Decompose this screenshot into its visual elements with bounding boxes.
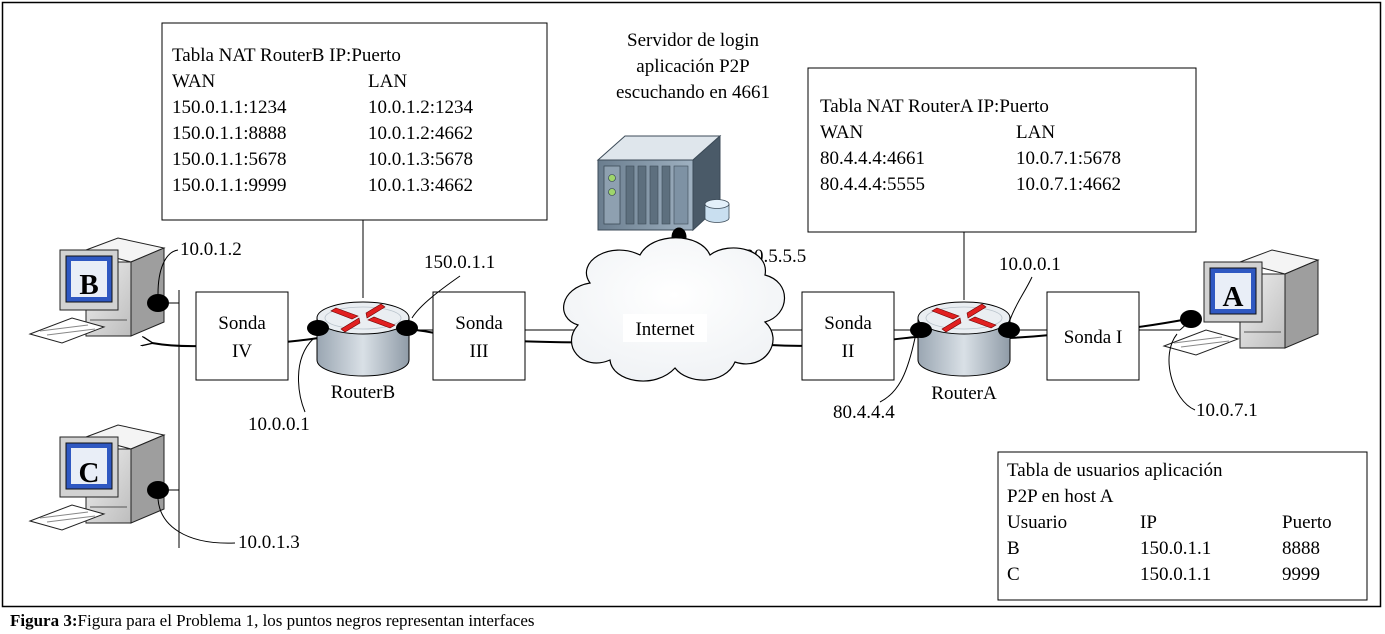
nat-b-row-lan: 10.0.1.2:1234 <box>368 97 474 118</box>
users-header-puerto: Puerto <box>1282 512 1332 533</box>
router-b-wan-ip: 150.0.1.1 <box>424 252 495 273</box>
nat-b-row-wan: 150.0.1.1:9999 <box>172 175 287 196</box>
users-header-usuario: Usuario <box>1007 512 1067 533</box>
host-a-ip: 10.0.7.1 <box>1196 400 1258 421</box>
computer-icon <box>28 237 166 344</box>
svg-text:Servidor de login: Servidor de login <box>627 30 759 51</box>
host-c-ip-leader <box>157 498 236 544</box>
nat-b-row-lan: 10.0.1.3:4662 <box>368 175 473 196</box>
figure-caption: Figura 3:Figura para el Problema 1, los … <box>10 611 535 631</box>
svg-text:IV: IV <box>232 341 252 362</box>
host-c-letter: C <box>79 457 100 489</box>
internet-label-bg <box>623 314 707 342</box>
probe-iii: Sonda III <box>432 291 526 381</box>
router-icon <box>917 301 1011 377</box>
nat-b-row-lan: 10.0.1.2:4662 <box>368 123 473 144</box>
nat-b-row-wan: 150.0.1.1:5678 <box>172 149 287 170</box>
users-title-line: P2P en host A <box>1007 486 1114 507</box>
host-b-ip-leader <box>157 249 179 295</box>
svg-text:II: II <box>842 341 855 362</box>
svg-text:escuchando en 4661: escuchando en 4661 <box>616 82 770 103</box>
router-a-lan-leader <box>1009 276 1033 321</box>
nat-a-row-wan: 80.4.4.4:5555 <box>820 174 925 195</box>
router-b-lan-interface <box>307 320 329 336</box>
computer-icon <box>28 424 166 531</box>
users-cell: 150.0.1.1 <box>1140 564 1211 585</box>
router-a-lan-interface <box>998 322 1020 338</box>
nat-a-title: Tabla NAT RouterA IP:Puerto <box>820 96 1049 117</box>
probe-i: Sonda I <box>1046 291 1140 381</box>
router-b-lan-leader <box>298 338 314 413</box>
nat-a-row-lan: 10.0.7.1:5678 <box>1016 148 1121 169</box>
router-b-name: RouterB <box>331 382 395 403</box>
nat-b-row-wan: 150.0.1.1:8888 <box>172 123 287 144</box>
probe-ii: Sonda II <box>801 291 895 381</box>
caption-text: Figura para el Problema 1, los puntos ne… <box>77 611 535 630</box>
internet-cloud <box>563 237 786 382</box>
host-a-letter: A <box>1223 281 1244 313</box>
host-a-interface <box>1180 310 1202 328</box>
svg-text:Sonda: Sonda <box>824 313 872 334</box>
users-table: Tabla de usuarios aplicación P2P en host… <box>997 451 1368 601</box>
router-icon <box>316 301 410 377</box>
nat-table-routera: Tabla NAT RouterA IP:Puerto WAN LAN 80.4… <box>807 67 1197 233</box>
users-cell: 8888 <box>1282 538 1320 559</box>
router-a-lan-ip: 10.0.0.1 <box>999 254 1061 275</box>
users-header-ip: IP <box>1140 512 1157 533</box>
caption-label: Figura 3: <box>10 611 78 630</box>
computer-icon <box>1162 249 1320 356</box>
host-b-interface <box>147 294 169 312</box>
svg-text:III: III <box>470 341 489 362</box>
router-a-wan-interface <box>910 322 932 338</box>
nat-b-row-wan: 150.0.1.1:1234 <box>172 97 287 118</box>
svg-text:aplicación P2P: aplicación P2P <box>636 56 749 77</box>
nat-a-header-lan: LAN <box>1016 122 1055 143</box>
server-label: Servidor de login aplicación P2P escucha… <box>616 30 770 103</box>
router-a-wan-leader <box>879 337 916 403</box>
nat-a-row-wan: 80.4.4.4:4661 <box>820 148 925 169</box>
nat-table-routerb: Tabla NAT RouterB IP:Puerto WAN LAN 150.… <box>161 22 548 221</box>
users-cell: B <box>1007 538 1020 559</box>
users-cell: 9999 <box>1282 564 1320 585</box>
nat-b-header-wan: WAN <box>172 71 216 92</box>
router-b-wan-leader <box>411 275 461 319</box>
host-a-ip-leader <box>1168 333 1196 411</box>
probe-iv: Sonda IV <box>195 291 289 381</box>
users-cell: 150.0.1.1 <box>1140 538 1211 559</box>
nat-a-header-wan: WAN <box>820 122 864 143</box>
host-b-ip: 10.0.1.2 <box>180 239 242 260</box>
host-c-interface <box>147 481 169 499</box>
host-b-letter: B <box>79 269 98 301</box>
figure-frame <box>1 1 1382 608</box>
nat-b-row-lan: 10.0.1.3:5678 <box>368 149 473 170</box>
router-b-wan-interface <box>396 320 418 336</box>
svg-text:Sonda: Sonda <box>455 313 503 334</box>
internet-label: Internet <box>635 319 695 340</box>
nat-a-row-lan: 10.0.7.1:4662 <box>1016 174 1121 195</box>
router-a-wan-ip: 80.4.4.4 <box>833 402 895 423</box>
svg-text:Sonda: Sonda <box>218 313 266 334</box>
svg-text:Sonda I: Sonda I <box>1064 327 1123 348</box>
users-title-line: Tabla de usuarios aplicación <box>1007 460 1223 481</box>
users-cell: C <box>1007 564 1020 585</box>
nat-b-title: Tabla NAT RouterB IP:Puerto <box>172 45 401 66</box>
router-b-lan-ip: 10.0.0.1 <box>248 414 310 435</box>
router-a-name: RouterA <box>931 383 997 404</box>
host-c-ip: 10.0.1.3 <box>238 532 300 553</box>
server-icon <box>596 134 730 232</box>
nat-b-header-lan: LAN <box>368 71 407 92</box>
